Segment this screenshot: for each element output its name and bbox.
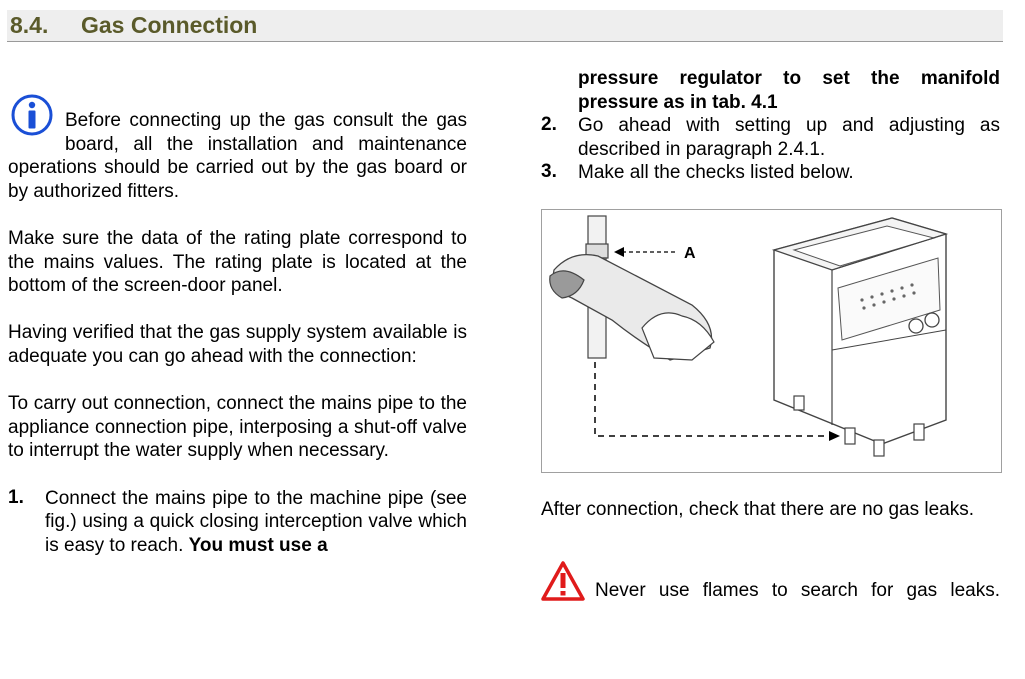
info-icon <box>11 94 53 136</box>
step-2-text: Go ahead with setting up and adjusting a… <box>578 115 1000 160</box>
step-1-continued: pressure regulator to set the manifold p… <box>541 67 1000 114</box>
right-column: pressure regulator to set the manifold p… <box>541 67 1000 185</box>
info-paragraph: Before connecting up the gas consult the… <box>8 110 467 202</box>
step-3: 3. Make all the checks listed below. <box>541 161 1000 185</box>
warning-text: Never use flames to search for gas leaks… <box>595 580 1000 601</box>
connection-paragraph: To carry out connection, connect the mai… <box>8 393 467 462</box>
step-1-bold: You must use a <box>188 534 328 556</box>
step-2-number: 2. <box>541 114 557 136</box>
left-column: Before connecting up the gas consult the… <box>8 94 467 557</box>
step-1-text: Connect the mains pipe to the machine pi… <box>45 487 467 556</box>
warning-note: Never use flames to search for gas leaks… <box>541 561 1001 603</box>
step-2: 2. Go ahead with setting up and adjustin… <box>541 114 1000 161</box>
after-connection-text: After connection, check that there are n… <box>541 499 975 520</box>
info-note: Before connecting up the gas consult the… <box>8 94 467 203</box>
figure-label-a: A <box>684 245 696 262</box>
step-1-bold-continued: pressure regulator to set the manifold p… <box>578 68 1000 113</box>
section-header: 8.4. Gas Connection <box>7 10 1003 42</box>
connection-figure: A <box>541 209 1002 473</box>
section-title: Gas Connection <box>81 12 258 38</box>
step-3-text: Make all the checks listed below. <box>578 162 854 184</box>
step-1: 1. Connect the mains pipe to the machine… <box>8 487 467 558</box>
step-3-number: 3. <box>541 161 557 183</box>
connection-illustration: A <box>549 215 949 457</box>
supply-verified-paragraph: Having verified that the gas supply syst… <box>8 322 467 367</box>
section-number: 8.4. <box>10 12 49 38</box>
rating-plate-paragraph: Make sure the data of the rating plate c… <box>8 227 467 297</box>
warning-triangle-icon <box>541 561 585 601</box>
step-1-number: 1. <box>8 486 24 508</box>
after-connection-note: After connection, check that there are n… <box>541 498 1000 522</box>
